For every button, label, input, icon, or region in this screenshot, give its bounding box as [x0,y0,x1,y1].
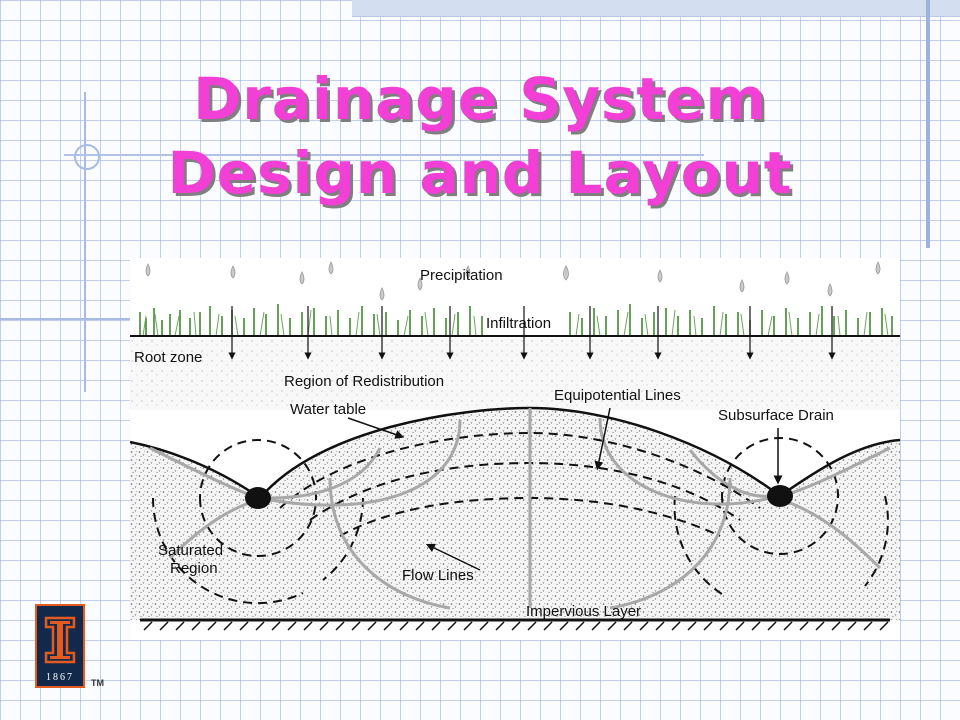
decorative-circle-icon [74,144,100,170]
label-pointers [347,407,783,571]
raindrop-icons [145,261,881,301]
title-line-1: Drainage System [193,65,767,133]
slide-title: Drainage System Design and Layout [0,62,960,210]
top-accent-bar [352,0,960,17]
label-water-table: Water table [290,401,366,418]
label-impervious: Impervious Layer [526,603,641,620]
right-accent-line [926,0,930,248]
logo-year: 1867 [46,672,74,683]
label-flow-lines: Flow Lines [402,567,474,584]
flow-lines [149,408,891,610]
left-horizontal-rule [0,318,130,320]
saturated-soil [130,408,900,620]
impervious-layer [140,618,890,631]
redistribution-soil [130,338,900,410]
label-precipitation: Precipitation [420,267,503,284]
label-region: Region [170,560,218,577]
infiltration-arrows [228,306,836,360]
subsurface-drain-left [245,487,271,509]
label-root-zone: Root zone [134,349,202,366]
drainage-diagram: Precipitation Infiltration Root zone Reg… [130,258,900,640]
university-block-i-icon [44,616,76,664]
subsurface-drain-right [767,485,793,507]
title-horizontal-rule [64,154,704,156]
label-saturated: Saturated [158,542,223,559]
label-redistribution: Region of Redistribution [284,373,444,390]
trademark-mark: TM [91,678,104,688]
label-equipotential: Equipotential Lines [554,387,681,404]
label-infiltration: Infiltration [486,315,551,332]
grass-strip-shade [142,309,889,337]
university-logo: 1867 [35,604,85,688]
left-accent-line [84,92,86,392]
label-subsurface-drain: Subsurface Drain [718,407,834,424]
title-line-2: Design and Layout [167,139,793,207]
